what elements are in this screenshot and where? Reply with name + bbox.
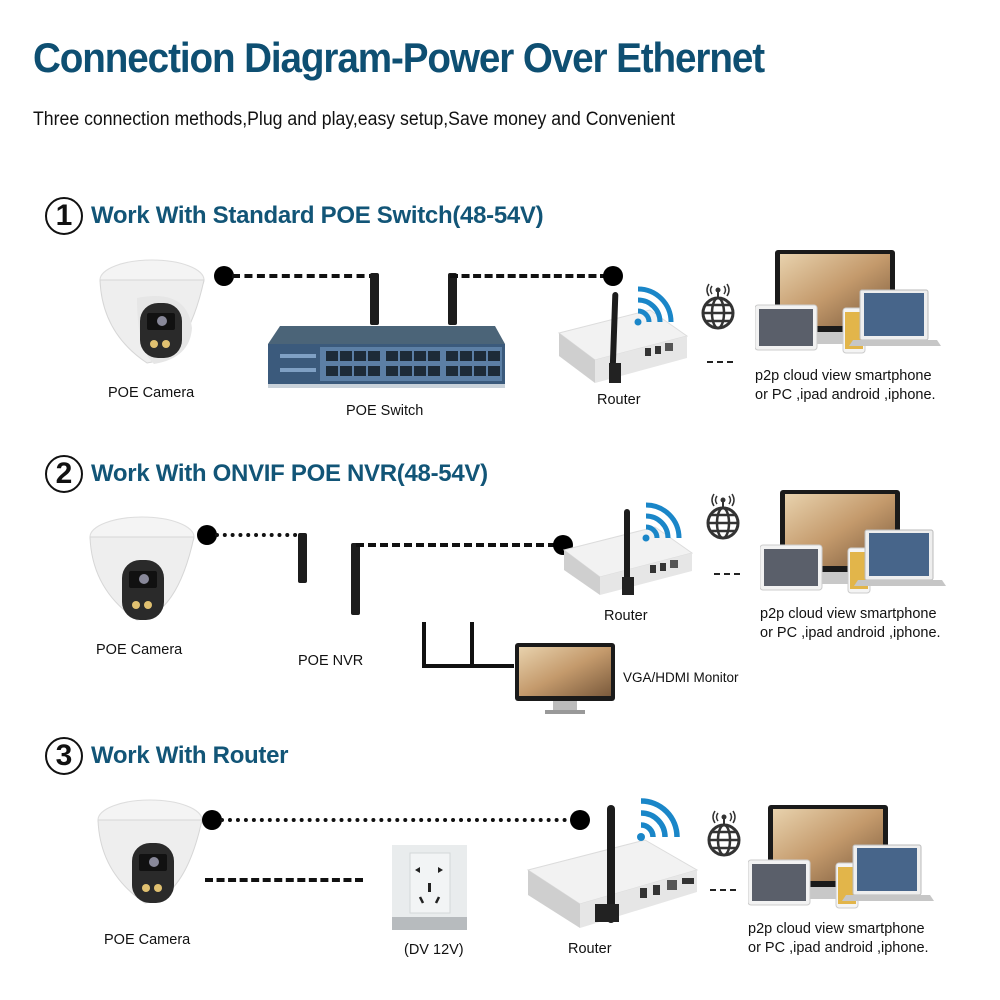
dome-camera-icon	[82, 515, 202, 635]
section-number-badge: 3	[45, 737, 83, 775]
ethernet-cable-line	[450, 274, 608, 278]
p2p-line-2: or PC ,ipad android ,iphone.	[755, 387, 936, 403]
ethernet-cable-line	[356, 543, 556, 547]
ethernet-cable-line	[215, 533, 305, 537]
section-title: Work With ONVIF POE NVR(48-54V)	[91, 460, 488, 487]
wifi-icon	[632, 284, 677, 334]
ethernet-cable-line	[220, 818, 575, 822]
section-number-badge: 1	[45, 197, 83, 235]
page-title: Connection Diagram-Power Over Ethernet	[33, 34, 765, 81]
router-label: Router	[597, 392, 641, 408]
page-subtitle: Three connection methods,Plug and play,e…	[33, 109, 676, 130]
video-cable-line	[422, 664, 514, 668]
section-2-heading: 2 Work With ONVIF POE NVR(48-54V)	[45, 455, 488, 493]
link-dash	[710, 889, 736, 891]
connection-dot	[603, 266, 623, 286]
router-label: Router	[604, 608, 648, 624]
link-dash	[714, 573, 740, 575]
connection-dot	[570, 810, 590, 830]
ethernet-plug-icon	[370, 273, 379, 325]
ethernet-plug-icon	[448, 273, 457, 325]
globe-antenna-icon	[706, 810, 742, 863]
multi-device-icon	[754, 250, 945, 365]
power-cable-line	[205, 878, 363, 882]
nvr-label: POE NVR	[298, 653, 364, 669]
dome-camera-icon	[90, 798, 210, 918]
p2p-line-1: p2p cloud view smartphone	[748, 921, 925, 937]
switch-label: POE Switch	[346, 403, 424, 419]
power-label: (DV 12V)	[404, 942, 464, 958]
section-1-heading: 1 Work With Standard POE Switch(48-54V)	[45, 197, 544, 235]
monitor-label: VGA/HDMI Monitor	[623, 670, 739, 685]
router-icon	[555, 288, 690, 393]
camera-label: POE Camera	[104, 932, 191, 948]
vga-cable-line	[470, 622, 474, 668]
p2p-line-1: p2p cloud view smartphone	[760, 606, 937, 622]
ethernet-plug-icon	[351, 543, 360, 615]
p2p-line-2: or PC ,ipad android ,iphone.	[748, 940, 929, 956]
router-label: Router	[568, 941, 612, 957]
nvr-icon	[249, 566, 555, 647]
multi-device-icon	[759, 490, 950, 605]
router-icon	[525, 800, 700, 935]
connection-dot	[214, 266, 234, 286]
dome-camera-icon	[92, 258, 212, 378]
globe-antenna-icon	[700, 283, 736, 336]
poe-switch-icon	[260, 320, 505, 395]
connection-dot	[197, 525, 217, 545]
p2p-description: p2p cloud view smartphone or PC ,ipad an…	[748, 920, 929, 958]
section-title: Work With Standard POE Switch(48-54V)	[91, 202, 544, 229]
multi-device-icon	[747, 805, 938, 920]
p2p-description: p2p cloud view smartphone or PC ,ipad an…	[755, 367, 936, 405]
router-icon	[560, 505, 695, 605]
p2p-line-2: or PC ,ipad android ,iphone.	[760, 625, 941, 641]
section-number-badge: 2	[45, 455, 83, 493]
ethernet-plug-icon	[298, 533, 307, 583]
wifi-icon	[640, 500, 685, 550]
hdmi-cable-line	[422, 622, 426, 668]
camera-label: POE Camera	[108, 385, 195, 401]
monitor-icon	[515, 643, 615, 723]
section-3-heading: 3 Work With Router	[45, 737, 289, 775]
power-outlet-icon	[392, 845, 467, 935]
link-dash	[707, 361, 733, 363]
connection-dot	[202, 810, 222, 830]
globe-antenna-icon	[705, 493, 741, 546]
ethernet-cable-line	[232, 274, 377, 278]
p2p-line-1: p2p cloud view smartphone	[755, 368, 932, 384]
p2p-description: p2p cloud view smartphone or PC ,ipad an…	[760, 605, 941, 643]
wifi-icon	[635, 797, 683, 850]
camera-label: POE Camera	[96, 642, 183, 658]
section-title: Work With Router	[91, 742, 289, 769]
